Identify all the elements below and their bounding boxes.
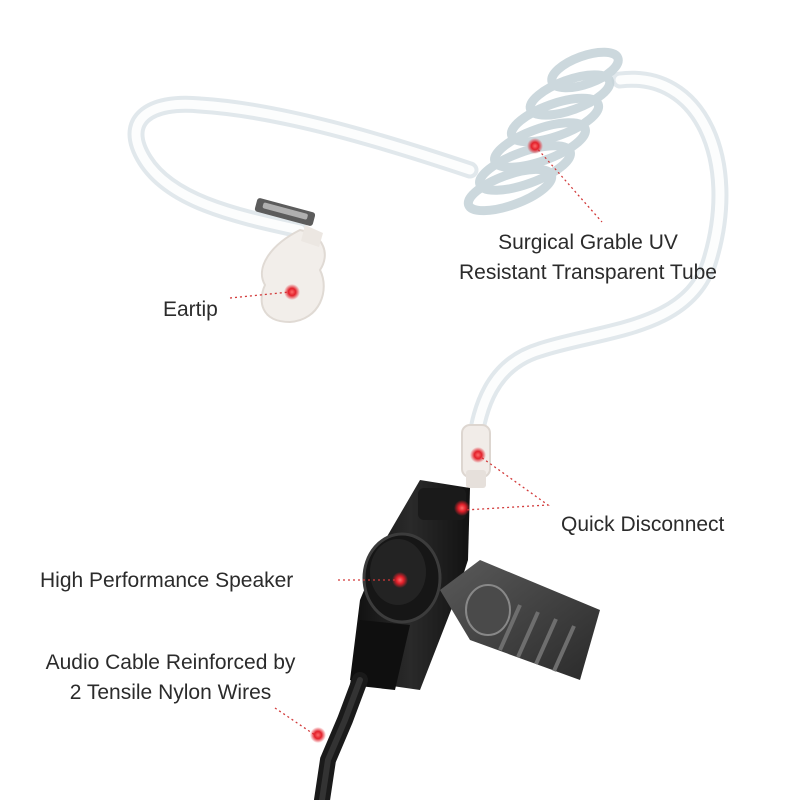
audio-cable xyxy=(314,672,368,805)
tube-label-line-2: Resistant Transparent Tube xyxy=(459,261,717,284)
callout-dot-cable xyxy=(310,727,326,743)
callout-dot-speaker xyxy=(392,572,408,588)
coiled-tube xyxy=(463,47,623,216)
callout-lines xyxy=(229,145,603,736)
belt-clip xyxy=(440,560,600,680)
quick-disconnect-label: Quick Disconnect xyxy=(561,513,725,536)
cable-label: Audio Cable Reinforced by 2 Tensile Nylo… xyxy=(18,648,323,708)
callout-dot-eartip xyxy=(284,284,300,300)
eartip xyxy=(260,225,326,324)
callout-line-eartip xyxy=(229,291,291,299)
speaker-label: High Performance Speaker xyxy=(40,569,294,592)
callout-line-quick-disconnect xyxy=(464,454,550,511)
tube-label-line-1: Surgical Grable UV xyxy=(498,231,678,254)
eartip-label: Eartip xyxy=(163,298,218,321)
callout-dot-connector xyxy=(454,500,470,516)
callout-dot-quick-disconnect xyxy=(470,447,486,463)
cable-label-line-1: Audio Cable Reinforced by xyxy=(45,651,296,674)
tube-ferrule xyxy=(254,198,316,226)
speaker-housing xyxy=(350,480,470,690)
cable-label-line-2: 2 Tensile Nylon Wires xyxy=(69,681,272,704)
callout-line-cable xyxy=(274,707,316,736)
callout-dots xyxy=(284,138,543,743)
callout-line-tube xyxy=(534,145,603,223)
callout-dot-tube xyxy=(527,138,543,154)
acoustic-tube xyxy=(127,70,729,449)
tube-label: Surgical Grable UV Resistant Transparent… xyxy=(448,228,728,288)
